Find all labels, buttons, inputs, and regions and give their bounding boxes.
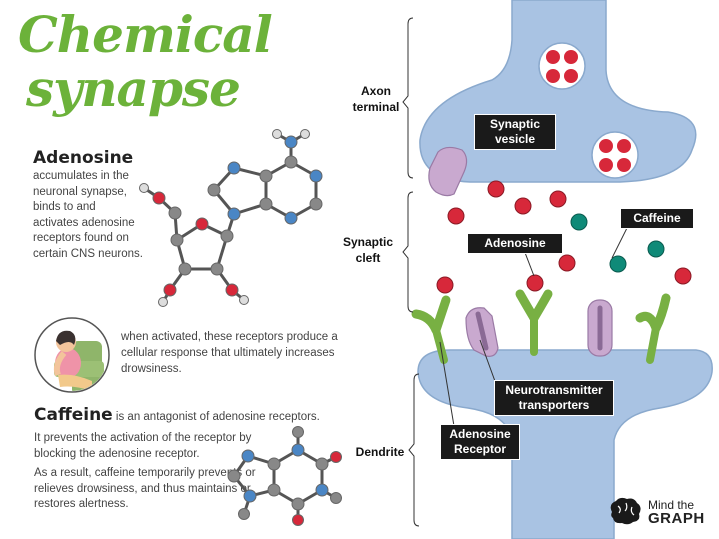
receptor-3 — [635, 293, 671, 364]
caffeine-inline-text: is an antagonist of adenosine receptors. — [115, 411, 320, 423]
dendrite-bracket — [408, 373, 420, 527]
adenosine-molecule — [139, 129, 323, 307]
caffeine-paragraph-1: It prevents the activation of the recept… — [34, 432, 252, 460]
dendrite-shape — [417, 349, 713, 539]
presynaptic-transporter — [428, 146, 468, 197]
tag-synaptic-vesicle: Synaptic vesicle — [474, 114, 556, 150]
receptor-2 — [515, 289, 553, 356]
label-synaptic-cleft: Synaptic cleft — [342, 235, 393, 265]
title-line-1: Chemical — [18, 5, 273, 64]
caffeine-intro: Caffeine is an antagonist of adenosine r… — [34, 405, 334, 425]
drowsy-person-illustration — [34, 317, 110, 393]
caffeine-heading: Caffeine — [34, 405, 113, 425]
adenosine-heading: Adenosine — [33, 148, 134, 168]
brand-line-1: Mind the — [648, 498, 695, 512]
brand-line-2: GRAPH — [648, 510, 705, 527]
axon-bracket — [402, 17, 414, 179]
cleft-bracket — [402, 191, 414, 313]
tag-caffeine: Caffeine — [620, 208, 694, 229]
activation-description: when activated, these receptors produce … — [121, 331, 338, 375]
page-title: Chemical synapse — [18, 8, 278, 116]
label-dendrite: Dendrite — [355, 445, 405, 459]
brain-logo-icon — [610, 497, 641, 525]
caffeine-paragraph-2: As a result, caffeine temporarily preven… — [34, 467, 256, 510]
label-axon-terminal: Axon terminal — [352, 84, 400, 114]
brand-name: Mind the GRAPH — [648, 498, 705, 526]
tag-neurotransmitter-transporters: Neurotransmitter transporters — [494, 380, 614, 416]
tag-adenosine-receptor: Adenosine Receptor — [440, 424, 520, 460]
vesicle-bottom — [591, 131, 639, 179]
title-line-2: synapse — [26, 59, 241, 118]
tag-adenosine: Adenosine — [467, 233, 563, 254]
caffeine-molecule — [227, 426, 342, 526]
vesicle-top — [538, 42, 586, 90]
adenosine-description: accumulates in the neuronal synapse, bin… — [33, 170, 143, 260]
